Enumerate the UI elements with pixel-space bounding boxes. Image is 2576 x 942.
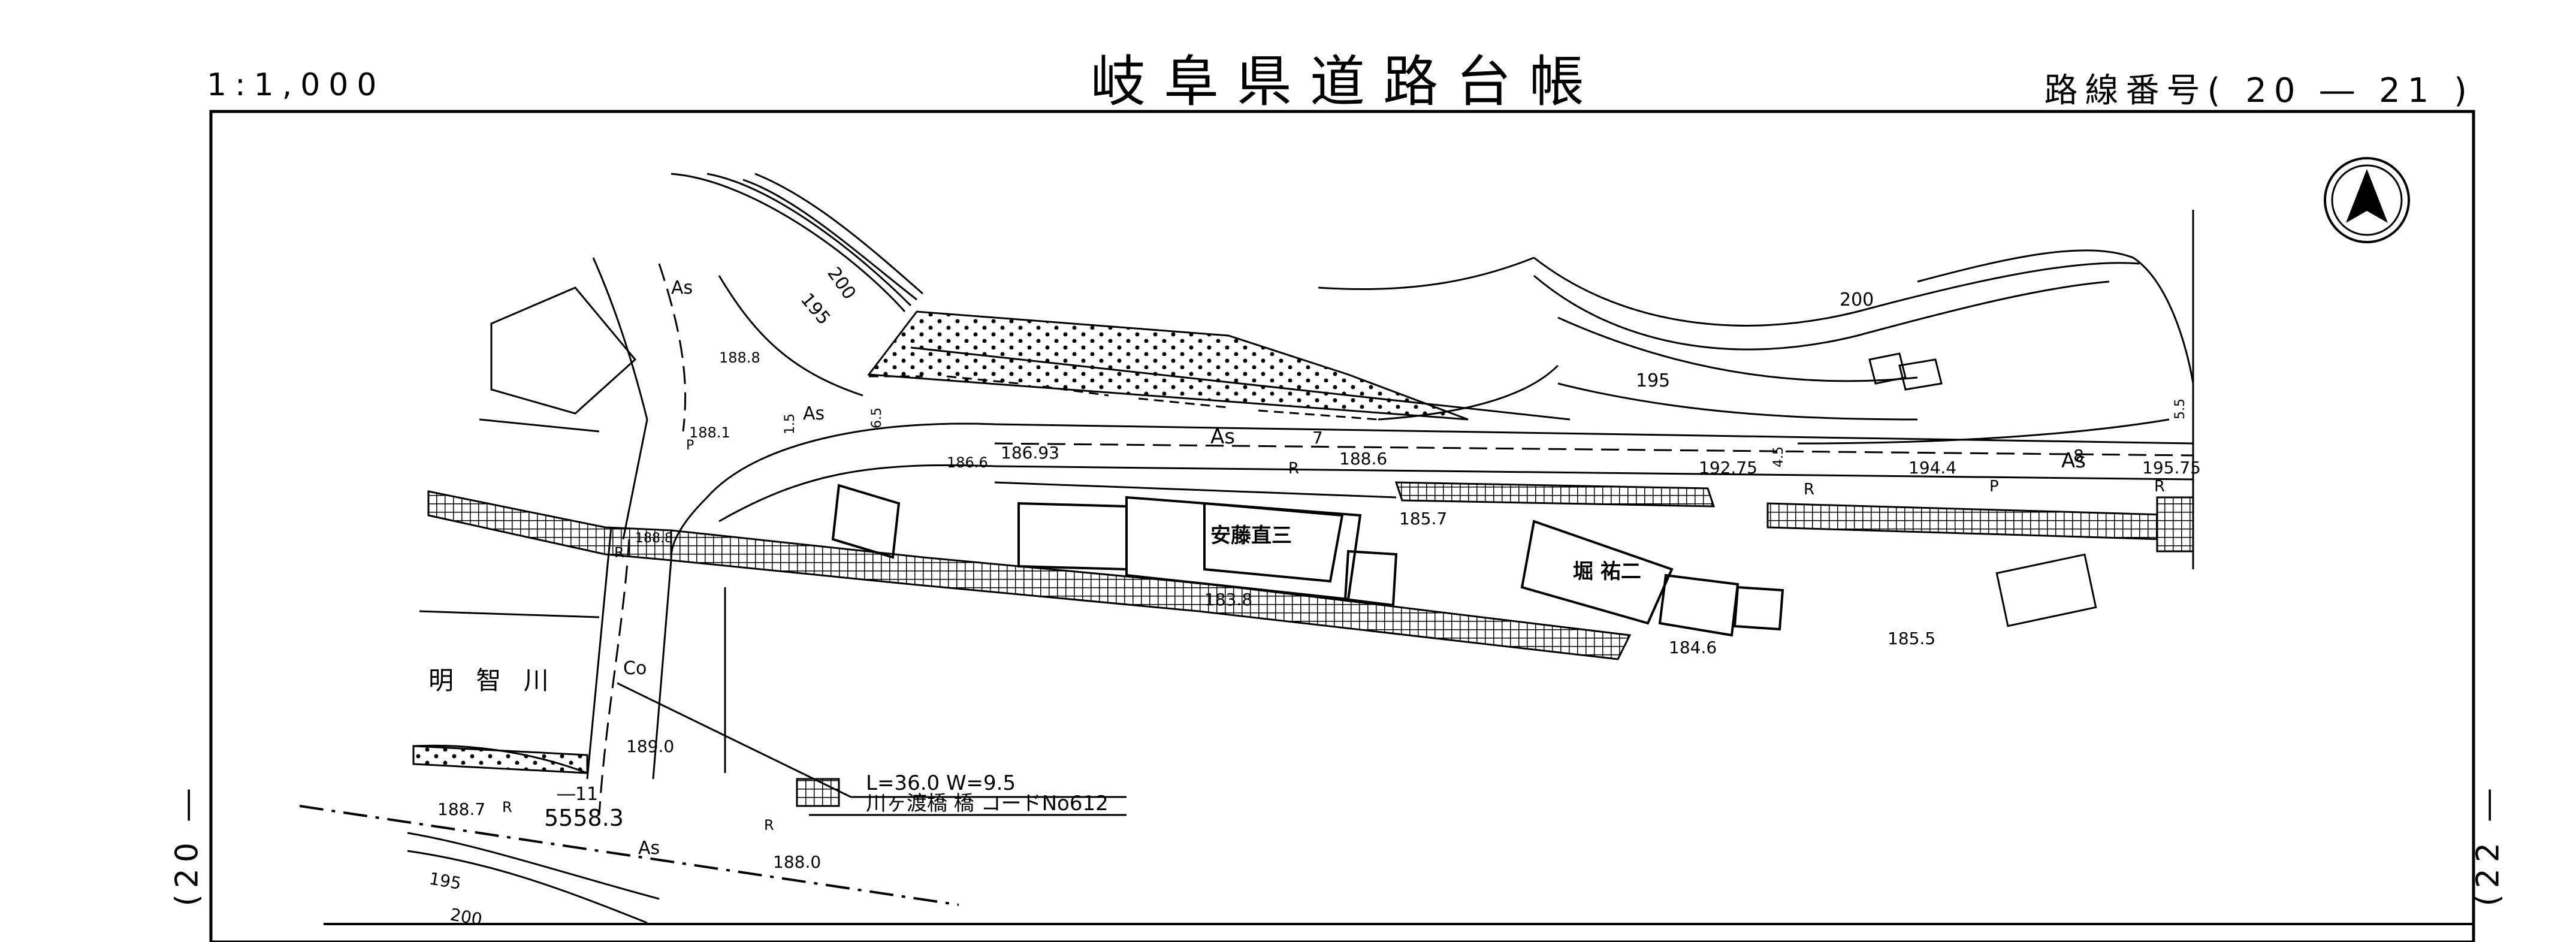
building-2: [1203, 502, 1344, 583]
marker-label: R: [1804, 481, 1814, 499]
grid-strip-bridge: [796, 778, 840, 807]
elevation-label: 188.7: [437, 799, 485, 819]
contour-label: 200: [823, 264, 860, 304]
elevation-label: 188.6: [1339, 449, 1387, 469]
north-arrow-icon: [2324, 157, 2410, 243]
surface-label: Co: [623, 658, 647, 679]
owner-label-1: 安藤直三: [1210, 524, 1292, 548]
elevation-label: 195.75: [2142, 458, 2201, 478]
route-label: 路線番号: [2044, 71, 2207, 110]
elevation-label: 188.1: [689, 424, 730, 441]
surface-label: As: [803, 403, 825, 424]
building-10: [1898, 358, 1943, 391]
map-frame: [209, 110, 2475, 942]
elevation-label: 186.6: [947, 454, 988, 471]
route-close-paren: ): [2454, 71, 2474, 110]
scale-label: 1:1,000: [207, 67, 385, 103]
route-number: 路線番号( 20 ― 21 ): [2045, 64, 2474, 112]
elevation-label: 185.5: [1888, 629, 1935, 648]
station-label: 5558.3: [544, 805, 624, 831]
grid-strip-right: [1766, 502, 2190, 541]
contour-label: 195: [796, 289, 835, 329]
contour-label: 195: [428, 868, 463, 893]
river-label: 明 智 川: [428, 666, 556, 695]
surface-label: As: [638, 838, 660, 859]
route-number-value: 20 ― 21: [2245, 71, 2436, 110]
grid-strip-main: [670, 529, 1632, 660]
grid-strip-left: [427, 490, 672, 561]
elevation-label: 188.8: [719, 349, 760, 366]
elevation-label: 185.7: [1399, 509, 1447, 529]
building-3: [1343, 550, 1398, 607]
width-label-15: 1.5: [783, 413, 798, 434]
station-mark: ―11: [557, 784, 598, 805]
elevation-label: 188.8: [635, 531, 673, 546]
dotted-slope: [867, 310, 1469, 421]
surface-label: As: [1210, 425, 1235, 449]
surface-label: As: [2061, 449, 2086, 473]
contour-label: 200: [1840, 289, 1874, 310]
elevation-label: 186.93: [1001, 443, 1059, 463]
elevation-label: 189.0: [626, 736, 674, 756]
marker-label: P: [686, 438, 694, 453]
bridge-dims: L=36.0 W=9.5: [866, 771, 1016, 795]
road-width-7: 7: [1312, 428, 1323, 448]
marker-label: R: [502, 799, 512, 816]
marker-label: R: [764, 817, 774, 834]
width-label-65: 6.5: [869, 407, 884, 428]
elevation-label: 183.8: [1204, 590, 1252, 609]
building-6: [1733, 585, 1784, 631]
marker-label: R: [1288, 460, 1299, 478]
route-open-paren: (: [2207, 71, 2228, 110]
width-label-45: 4.5: [1771, 446, 1786, 467]
building-4: [1520, 520, 1674, 625]
building-7: [831, 484, 901, 559]
marker-label: R: [614, 544, 624, 561]
elevation-label: 194.4: [1908, 458, 1956, 478]
surface-label: As: [671, 277, 693, 298]
boundary-line: [299, 805, 959, 906]
road-width-8: 8: [2073, 446, 2084, 466]
building-8: [1017, 502, 1128, 571]
grid-strip-right-end: [2156, 496, 2194, 552]
map-title: 岐阜県道路台帳: [1091, 50, 1603, 114]
elevation-label: 192.75: [1699, 458, 1757, 478]
width-label-55: 5.5: [2173, 398, 2188, 419]
contour-label: 200: [449, 904, 484, 929]
building-9: [1868, 352, 1907, 385]
building-5: [1658, 573, 1740, 637]
bridge-name: 川ヶ渡橋 橋 コードNo612: [866, 792, 1109, 816]
elevation-label: 188.0: [773, 852, 821, 872]
marker-label: R: [2154, 478, 2165, 496]
elevation-label: 184.6: [1669, 638, 1717, 657]
contour-label: 195: [1636, 370, 1670, 391]
marker-label: P: [1989, 478, 1999, 496]
grid-strip-upper: [1394, 481, 1716, 508]
owner-label-2: 堀 祐二: [1573, 560, 1641, 584]
